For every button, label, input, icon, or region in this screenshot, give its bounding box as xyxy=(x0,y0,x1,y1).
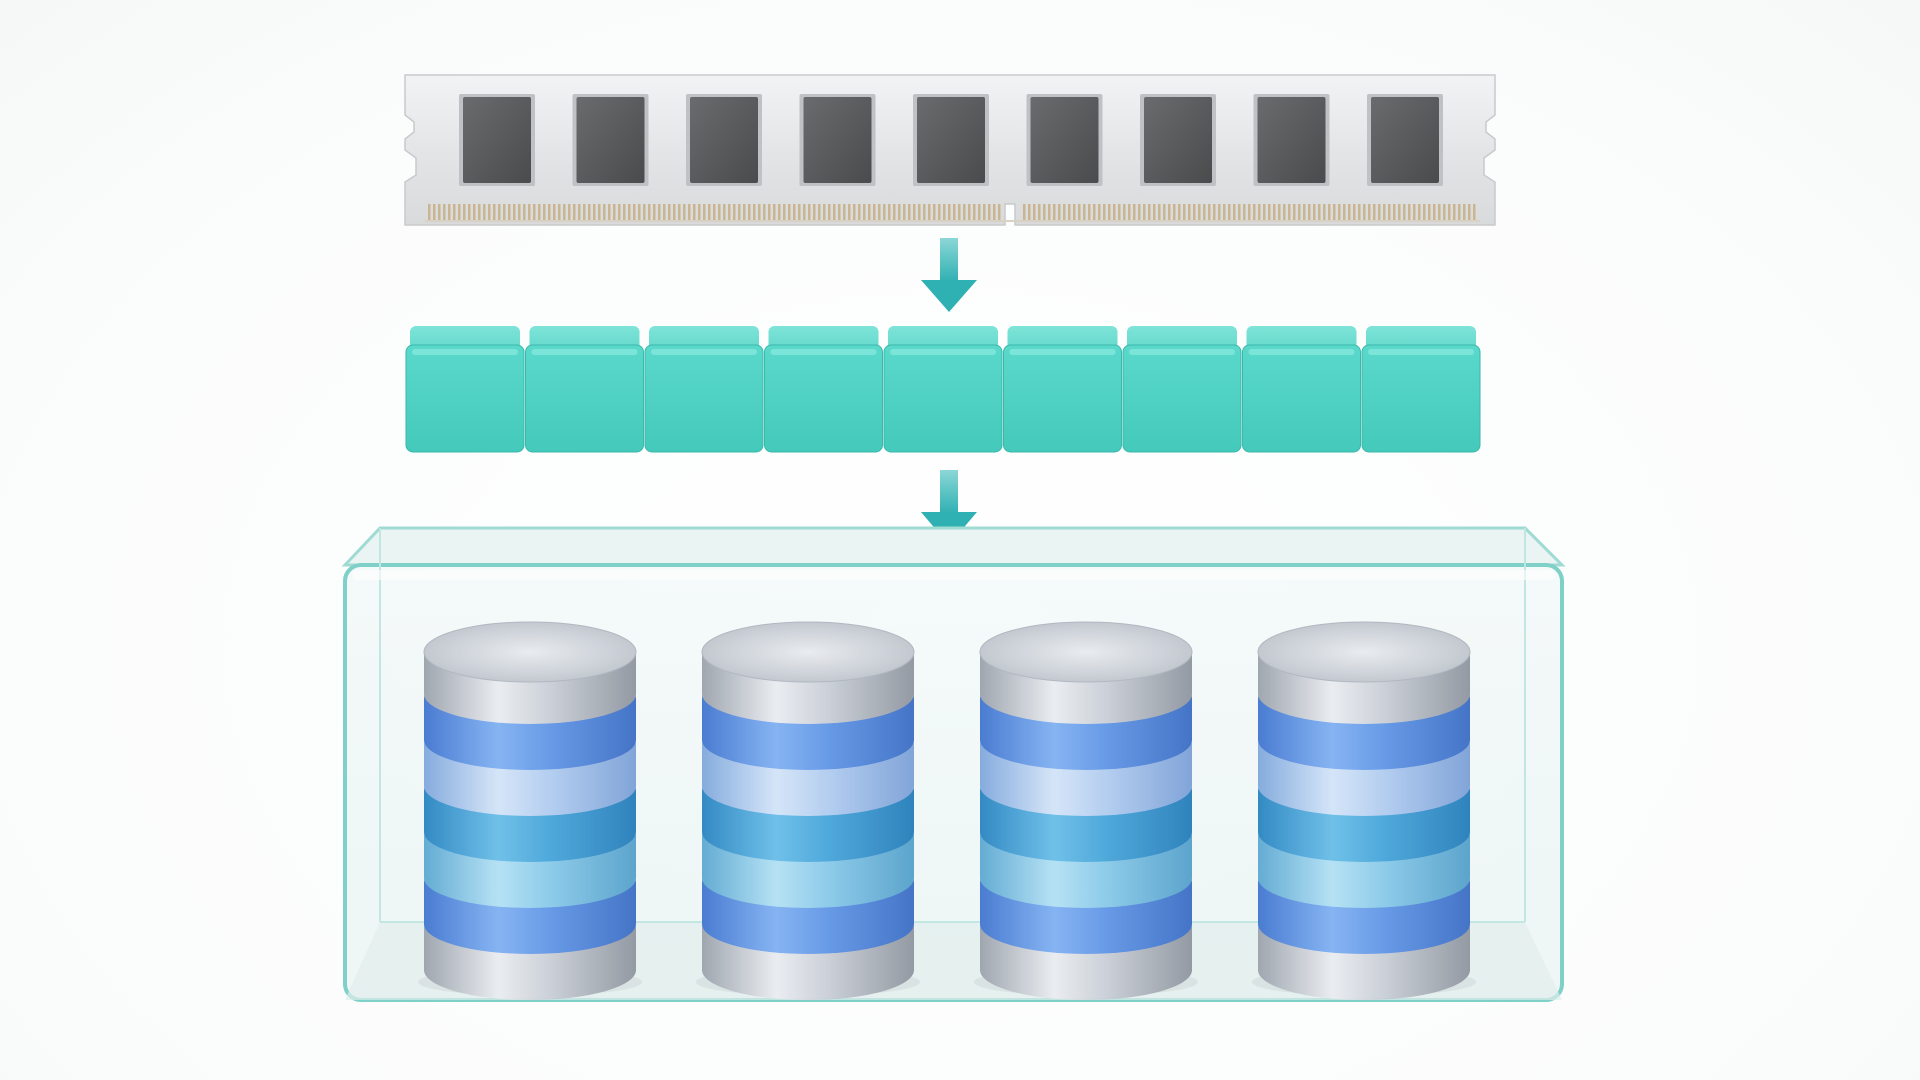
ram-chip xyxy=(799,94,876,186)
gold-contact-pins xyxy=(425,204,1480,222)
database-stack-icon xyxy=(418,621,642,1000)
buffer-blocks xyxy=(405,326,1481,453)
teal-block xyxy=(764,326,883,453)
database-stacks xyxy=(418,621,1476,1000)
teal-block xyxy=(405,326,525,453)
database-stack-icon xyxy=(1252,621,1476,1000)
down-arrow-icon xyxy=(921,238,977,312)
ram-chip xyxy=(913,94,989,186)
ram-chip xyxy=(686,94,762,186)
ram-chips xyxy=(459,94,1443,186)
disk-layer xyxy=(1257,621,1471,724)
teal-block xyxy=(1003,326,1122,453)
teal-block xyxy=(525,326,644,453)
memory-module xyxy=(404,74,1496,226)
ram-chip xyxy=(572,94,649,186)
teal-block xyxy=(1122,326,1242,453)
ram-chip xyxy=(459,94,535,186)
teal-block xyxy=(644,326,764,453)
glass-front-highlight xyxy=(347,567,1560,998)
ram-chip xyxy=(1026,94,1103,186)
disk-layer xyxy=(701,621,915,724)
teal-block xyxy=(1361,326,1481,453)
disk-layer xyxy=(423,621,637,724)
database-stack-icon xyxy=(696,621,920,1000)
ram-chip xyxy=(1253,94,1330,186)
teal-block xyxy=(1242,326,1361,453)
disk-layer xyxy=(979,621,1193,724)
ram-chip xyxy=(1367,94,1443,186)
database-stack-icon xyxy=(974,621,1198,1000)
teal-block xyxy=(883,326,1003,453)
ram-chip xyxy=(1140,94,1216,186)
